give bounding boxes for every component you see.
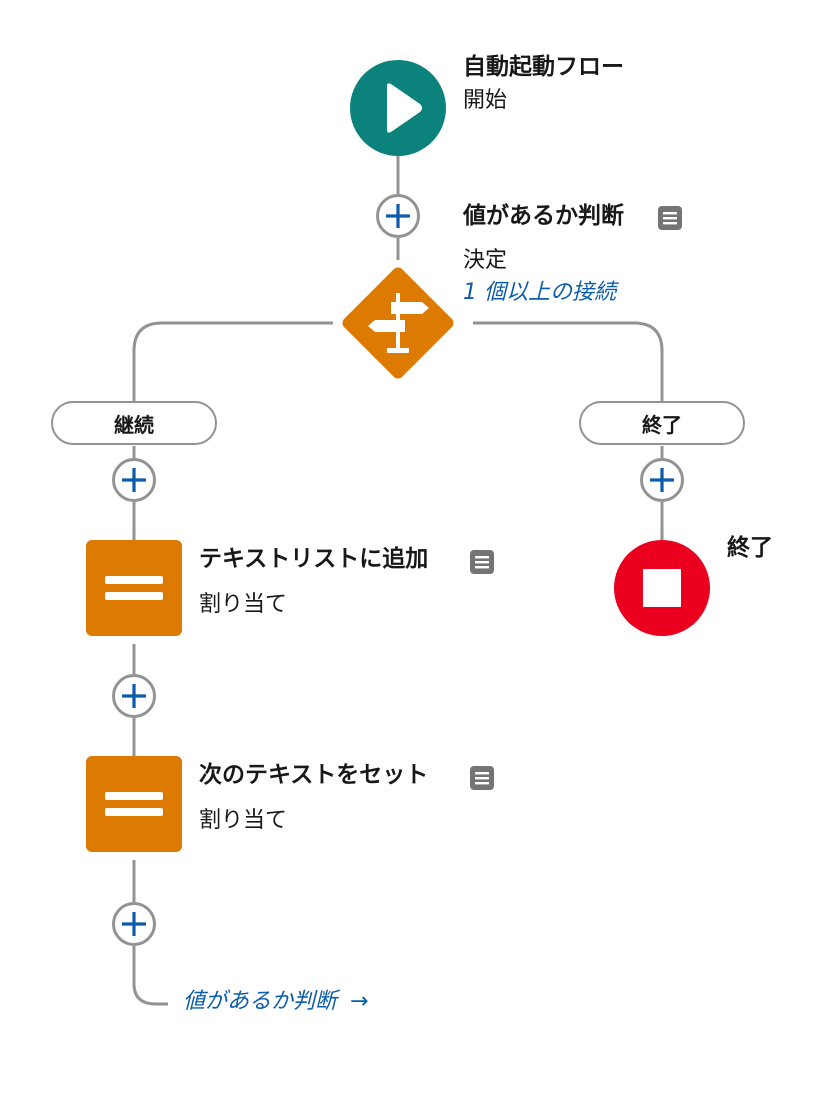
start-node[interactable]	[350, 60, 446, 156]
description-icon[interactable]	[470, 766, 494, 790]
plus-icon	[640, 458, 684, 502]
connector-decision-right	[473, 321, 664, 402]
connector-decision-left	[132, 321, 333, 402]
loop-back-link[interactable]: 値があるか判断 →	[183, 991, 368, 1013]
plus-icon	[112, 458, 156, 502]
stop-icon	[643, 569, 681, 607]
plus-icon	[112, 902, 156, 946]
add-element-button[interactable]	[112, 902, 156, 946]
plus-icon	[376, 194, 420, 238]
description-icon[interactable]	[658, 206, 682, 230]
start-node-title: 自動起動フロー	[463, 54, 624, 80]
loop-back-label: 値があるか判断	[183, 989, 338, 1014]
decision-node-title: 値があるか判断	[463, 203, 624, 229]
decision-connections-link[interactable]: 1 個以上の接続	[463, 280, 616, 305]
start-node-type: 開始	[463, 88, 508, 113]
assignment-node-add-to-list[interactable]	[86, 540, 182, 636]
assignment-node-type: 割り当て	[199, 592, 288, 617]
description-icon[interactable]	[470, 550, 494, 574]
decision-node[interactable]	[333, 258, 463, 388]
assignment-node-title: 次のテキストをセット	[199, 762, 429, 788]
add-element-button[interactable]	[112, 458, 156, 502]
decision-shape	[342, 267, 454, 379]
add-element-button[interactable]	[112, 674, 156, 718]
branch-label-continue[interactable]: 継続	[51, 401, 217, 445]
signpost-icon	[368, 293, 429, 353]
add-element-button[interactable]	[376, 194, 420, 238]
equals-icon	[105, 792, 163, 816]
arrow-right-icon: →	[350, 989, 369, 1014]
assignment-node-title: テキストリストに追加	[199, 546, 429, 572]
play-icon	[387, 83, 422, 133]
branch-label-end[interactable]: 終了	[579, 401, 745, 445]
plus-icon	[112, 674, 156, 718]
decision-node-type: 決定	[463, 248, 508, 273]
connector-loop-back	[132, 946, 168, 1006]
add-element-button[interactable]	[640, 458, 684, 502]
equals-icon	[105, 576, 163, 600]
end-node[interactable]	[614, 540, 710, 636]
end-node-title: 終了	[727, 535, 773, 561]
assignment-node-set-next-text[interactable]	[86, 756, 182, 852]
assignment-node-type: 割り当て	[199, 808, 288, 833]
